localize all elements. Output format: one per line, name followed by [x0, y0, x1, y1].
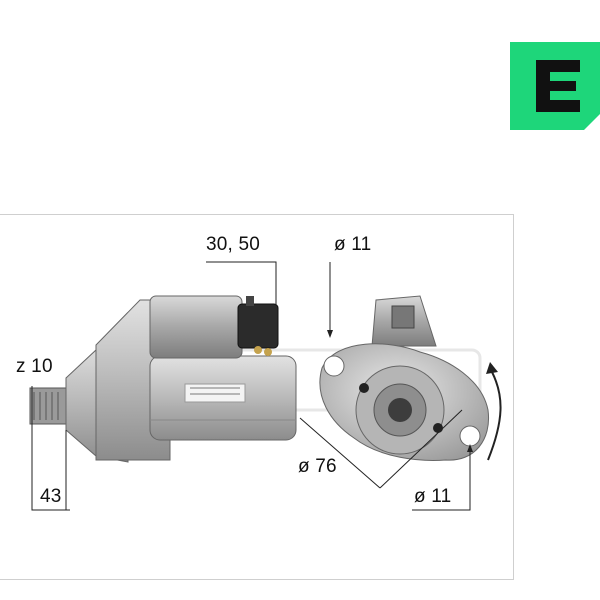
- dimension-lines: [31, 261, 473, 511]
- starter-side-view: [29, 295, 297, 463]
- hole-bottom-label: ø 11: [414, 486, 452, 507]
- brand-logo-icon: [510, 42, 600, 130]
- pinion-teeth-label: z 10: [16, 356, 53, 377]
- rotation-arrow-icon: [486, 362, 502, 461]
- hole-top-label: ø 11: [334, 234, 372, 255]
- bolt-spacing-label: 30, 50: [206, 234, 261, 255]
- starter-front-view: [319, 295, 490, 461]
- flange-length-label: 43: [40, 486, 62, 507]
- diameter-label: ø 76: [298, 456, 337, 477]
